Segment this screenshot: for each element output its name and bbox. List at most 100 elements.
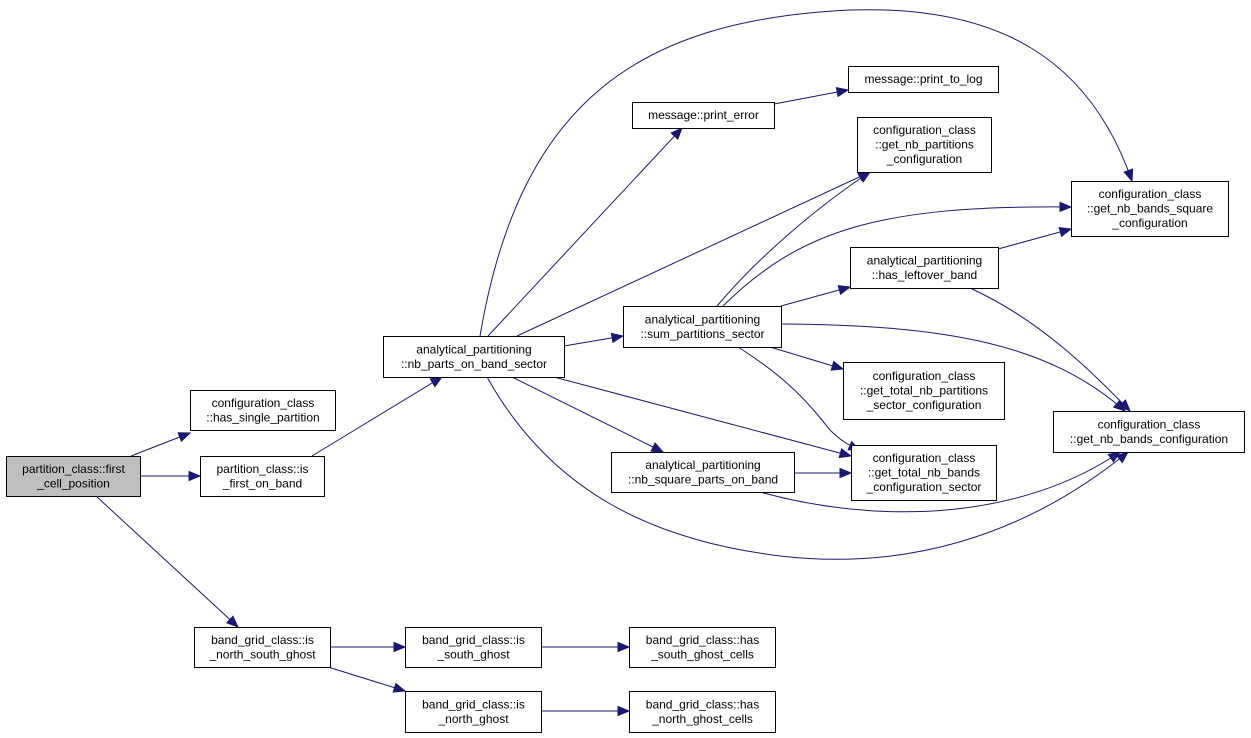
edge-line bbox=[511, 376, 664, 453]
node-is_north_south_ghost[interactable]: band_grid_class::is_north_south_ghost bbox=[194, 627, 331, 668]
edge-sum_partitions_sector-to-get_total_nb_partitions_sector_configuration bbox=[769, 346, 845, 371]
node-label-line: message::print_error bbox=[648, 108, 759, 122]
node-label-line: partition_class::first bbox=[22, 462, 125, 476]
node-box bbox=[843, 362, 1005, 420]
edge-line bbox=[722, 206, 1072, 307]
edge-sum_partitions_sector-to-get_total_nb_bands_configuration_sector bbox=[737, 346, 862, 451]
node-label-line: ::nb_parts_on_band_sector bbox=[401, 357, 547, 371]
nodes-layer: partition_class::first_cell_position conf… bbox=[6, 66, 1245, 733]
edge-arrowhead bbox=[835, 86, 850, 98]
node-get_nb_bands_square_configuration[interactable]: configuration_class::get_nb_bands_square… bbox=[1071, 181, 1229, 237]
edge-is_south_ghost-to-has_south_ghost_cells bbox=[541, 641, 631, 653]
node-is_north_ghost[interactable]: band_grid_class::is_north_ghost bbox=[405, 691, 542, 733]
node-box bbox=[850, 247, 999, 289]
edge-arrowhead bbox=[837, 284, 852, 296]
node-get_total_nb_bands_configuration_sector[interactable]: configuration_class::get_total_nb_bands_… bbox=[851, 445, 997, 501]
edge-arrowhead bbox=[1059, 201, 1073, 213]
node-print_to_log[interactable]: message::print_to_log bbox=[848, 66, 999, 93]
node-has_south_ghost_cells[interactable]: band_grid_class::has_south_ghost_cells bbox=[629, 627, 776, 668]
node-label-line: band_grid_class::is bbox=[211, 633, 314, 647]
node-label-line: configuration_class bbox=[212, 396, 315, 410]
node-box bbox=[194, 627, 331, 668]
node-is_south_ghost[interactable]: band_grid_class::is_south_ghost bbox=[405, 627, 542, 668]
node-label-line: configuration_class bbox=[1098, 417, 1201, 431]
node-label-line: _sector_configuration bbox=[866, 398, 982, 412]
edge-arrowhead bbox=[830, 360, 845, 371]
node-label-line: ::get_total_nb_bands bbox=[868, 466, 980, 480]
edge-line bbox=[479, 9, 1133, 337]
edge-arrowhead bbox=[225, 615, 239, 628]
edge-line bbox=[553, 376, 852, 457]
edge-nb_square_parts_on_band-to-get_nb_bands_configuration bbox=[759, 451, 1122, 513]
edge-line bbox=[780, 286, 851, 307]
node-get_nb_bands_configuration[interactable]: configuration_class::get_nb_bands_config… bbox=[1053, 411, 1245, 453]
node-nb_parts_on_band_sector[interactable]: analytical_partitioning::nb_parts_on_ban… bbox=[383, 336, 565, 378]
node-label-line: _north_ghost bbox=[437, 712, 509, 726]
node-label-line: configuration_class bbox=[873, 451, 976, 465]
node-label-line: _first_on_band bbox=[222, 476, 302, 490]
edge-first_cell_position-to-is_north_south_ghost bbox=[95, 495, 239, 628]
edge-has_leftover_band-to-get_nb_bands_square_configuration bbox=[997, 226, 1073, 250]
edge-nb_parts_on_band_sector-to-print_error bbox=[487, 127, 683, 337]
node-label-line: ::get_nb_bands_configuration bbox=[1070, 432, 1228, 446]
edge-line bbox=[95, 495, 239, 628]
edge-arrowhead bbox=[393, 641, 407, 653]
edge-line bbox=[311, 376, 443, 457]
node-label-line: _configuration bbox=[886, 152, 962, 166]
node-get_total_nb_partitions_sector_configuration[interactable]: configuration_class::get_total_nb_partit… bbox=[843, 362, 1005, 420]
edge-arrowhead bbox=[670, 127, 683, 140]
edge-arrowhead bbox=[617, 641, 631, 653]
node-is_first_on_band[interactable]: partition_class::is_first_on_band bbox=[200, 456, 325, 497]
edge-arrowhead bbox=[857, 171, 872, 183]
node-label-line: configuration_class bbox=[873, 369, 976, 383]
edge-arrowhead bbox=[188, 470, 202, 482]
node-label-line: ::get_nb_partitions bbox=[875, 138, 974, 152]
node-box bbox=[383, 336, 565, 378]
edge-sum_partitions_sector-to-has_leftover_band bbox=[780, 284, 852, 307]
node-label-line: _south_ghost bbox=[436, 647, 510, 661]
edge-arrowhead bbox=[617, 705, 631, 717]
node-box bbox=[405, 627, 542, 668]
node-label-line: partition_class::is bbox=[216, 462, 308, 476]
edge-line bbox=[997, 228, 1072, 250]
node-box bbox=[200, 456, 325, 497]
node-label-line: configuration_class bbox=[873, 123, 976, 137]
node-has_single_partition[interactable]: configuration_class::has_single_partitio… bbox=[190, 390, 336, 431]
node-box bbox=[857, 117, 992, 173]
node-has_leftover_band[interactable]: analytical_partitioning::has_leftover_ba… bbox=[850, 247, 999, 289]
edge-line bbox=[969, 287, 1131, 412]
node-print_error[interactable]: message::print_error bbox=[632, 102, 775, 129]
node-label-line: ::has_single_partition bbox=[206, 410, 319, 424]
edge-line bbox=[769, 346, 844, 370]
node-label-line: band_grid_class::is bbox=[422, 697, 525, 711]
node-get_nb_partitions_configuration[interactable]: configuration_class::get_nb_partitions_c… bbox=[857, 117, 992, 173]
edge-line bbox=[759, 451, 1121, 513]
node-label-line: analytical_partitioning bbox=[645, 312, 760, 326]
edge-arrowhead bbox=[1058, 226, 1073, 238]
node-has_north_ghost_cells[interactable]: band_grid_class::has_north_ghost_cells bbox=[629, 691, 776, 733]
edge-line bbox=[516, 171, 871, 337]
edge-nb_parts_on_band_sector-to-get_nb_bands_configuration bbox=[486, 376, 1130, 560]
edge-nb_parts_on_band_sector-to-nb_square_parts_on_band bbox=[511, 376, 665, 453]
node-nb_square_parts_on_band[interactable]: analytical_partitioning::nb_square_parts… bbox=[611, 452, 795, 493]
node-label-line: ::get_total_nb_partitions bbox=[860, 384, 988, 398]
node-box bbox=[851, 445, 997, 501]
node-label-line: ::sum_partitions_sector bbox=[640, 327, 764, 341]
edge-line bbox=[780, 323, 1126, 412]
edge-is_north_south_ghost-to-is_south_ghost bbox=[330, 641, 407, 653]
edge-line bbox=[486, 376, 1129, 560]
node-first_cell_position[interactable]: partition_class::first_cell_position bbox=[6, 456, 141, 497]
node-sum_partitions_sector[interactable]: analytical_partitioning::sum_partitions_… bbox=[623, 306, 782, 348]
edge-arrowhead bbox=[392, 682, 407, 693]
node-label-line: analytical_partitioning bbox=[416, 342, 531, 356]
edge-is_north_ghost-to-has_north_ghost_cells bbox=[541, 705, 631, 717]
node-label-line: _north_south_ghost bbox=[208, 647, 316, 661]
node-label-line: ::nb_square_parts_on_band bbox=[628, 472, 778, 486]
node-box bbox=[611, 452, 795, 493]
node-label-line: band_grid_class::has bbox=[646, 697, 759, 711]
edge-line bbox=[487, 127, 683, 337]
node-box bbox=[190, 390, 336, 431]
edge-first_cell_position-to-has_single_partition bbox=[130, 432, 192, 457]
edge-nb_parts_on_band_sector-to-sum_partitions_sector bbox=[563, 332, 625, 347]
